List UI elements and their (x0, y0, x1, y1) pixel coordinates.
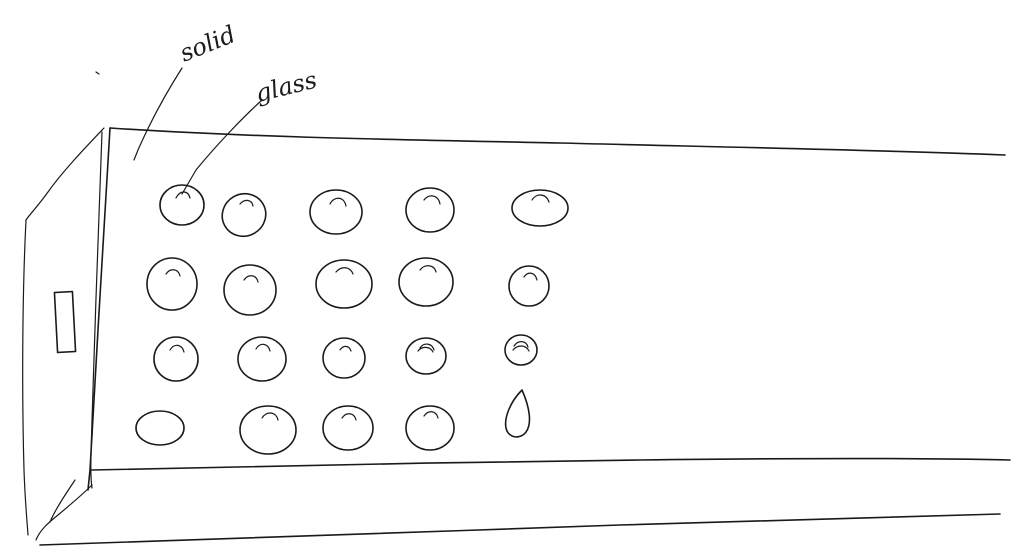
glass-bead-loop (506, 390, 530, 437)
glass-bead (154, 337, 198, 381)
glass-bead (406, 406, 454, 450)
glass-bead (323, 338, 365, 378)
glass-bead (406, 188, 454, 232)
solid-block (23, 72, 1010, 545)
glass-bead (136, 411, 184, 445)
solid-label: solid (176, 20, 240, 67)
glass-bead (505, 335, 537, 365)
glass-bead-grid (136, 185, 568, 454)
block-top-edge (110, 128, 1005, 155)
block-bottom-upper-edge (92, 459, 1010, 471)
stray-mark (96, 72, 99, 74)
glass-bead (406, 338, 446, 374)
glass-bead (316, 260, 372, 308)
glass-label: glass (253, 66, 320, 108)
glass-bead (512, 190, 568, 226)
glass-bead (214, 186, 273, 244)
glass-leader-line (182, 100, 262, 194)
block-bottom-lower-edge (40, 514, 1000, 545)
glass-bead (399, 258, 453, 306)
block-left-bottom-slant (36, 485, 92, 540)
glass-bead (310, 190, 362, 234)
block-left-bottom-slant-2 (50, 480, 75, 522)
glass-bead (240, 406, 296, 454)
glass-bead (147, 258, 197, 310)
block-left-outer-edge (23, 220, 28, 535)
glass-bead (238, 337, 286, 381)
glass-bead (160, 185, 204, 225)
glass-bead (323, 406, 373, 450)
side-slot (54, 292, 75, 353)
block-left-top-slant (26, 128, 104, 220)
solid-leader-line (134, 68, 182, 160)
glass-bead (224, 265, 276, 315)
glass-bead (509, 266, 549, 306)
